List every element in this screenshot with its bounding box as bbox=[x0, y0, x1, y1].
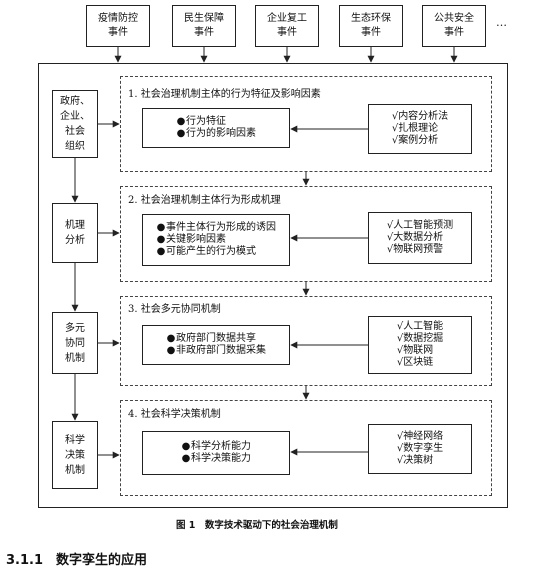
event-box-livelihood: 民生保障 事件 bbox=[172, 5, 236, 47]
list-item: ●行为特征 bbox=[176, 116, 226, 127]
list-item: ●非政府部门数据采集 bbox=[166, 345, 266, 356]
event-box-epidemic: 疫情防控 事件 bbox=[86, 5, 150, 47]
list-item: √物联网 bbox=[396, 345, 434, 356]
section-3-methods-box: √人工智能 √数据挖掘 √物联网 √区块链 bbox=[368, 316, 472, 374]
list-item: √区块链 bbox=[396, 357, 434, 368]
subject-box-actors: 政府、 企业、 社会 组织 bbox=[52, 90, 98, 158]
section-3-title: 3. 社会多元协同机制 bbox=[128, 304, 221, 315]
section-1-methods-box: √内容分析法 √扎根理论 √案例分析 bbox=[368, 104, 472, 154]
figure-caption: 图 1 数字技术驱动下的社会治理机制 bbox=[176, 520, 338, 531]
list-item: ●科学分析能力 bbox=[181, 441, 251, 452]
list-item: ●行为的影响因素 bbox=[176, 128, 256, 139]
list-item: √物联网预警 bbox=[386, 244, 444, 255]
section-4-methods: √神经网络 √数字孪生 √决策树 bbox=[397, 431, 443, 467]
list-item: √神经网络 bbox=[396, 431, 444, 442]
section-4-methods-box: √神经网络 √数字孪生 √决策树 bbox=[368, 424, 472, 474]
section-2-methods: √人工智能预测 √大数据分析 √物联网预警 bbox=[387, 220, 453, 256]
section-2-container bbox=[120, 186, 492, 282]
section-3-container bbox=[120, 296, 492, 386]
subject-box-mechanism-analysis: 机理 分析 bbox=[52, 203, 98, 263]
subject-box-collaboration: 多元 协同 机制 bbox=[52, 312, 98, 374]
section-3-items: ●政府部门数据共享 ●非政府部门数据采集 bbox=[166, 333, 266, 357]
list-item: √人工智能预测 bbox=[386, 220, 454, 231]
list-item: √内容分析法 bbox=[391, 111, 449, 122]
list-item: ●政府部门数据共享 bbox=[166, 333, 256, 344]
event-box-work-resumption: 企业复工 事件 bbox=[255, 5, 319, 47]
subject-box-decision: 科学 决策 机制 bbox=[52, 421, 98, 489]
list-item: √大数据分析 bbox=[386, 232, 444, 243]
section-1-items: ●行为特征 ●行为的影响因素 bbox=[176, 116, 256, 140]
list-item: ●可能产生的行为模式 bbox=[156, 246, 256, 257]
event-box-public-safety: 公共安全 事件 bbox=[422, 5, 486, 47]
section-2-items-box: ●事件主体行为形成的诱因 ●关键影响因素 ●可能产生的行为模式 bbox=[142, 214, 290, 266]
section-2-title: 2. 社会治理机制主体行为形成机理 bbox=[128, 195, 281, 206]
event-box-ecology: 生态环保 事件 bbox=[339, 5, 403, 47]
list-item: ●事件主体行为形成的诱因 bbox=[156, 222, 276, 233]
section-4-items-box: ●科学分析能力 ●科学决策能力 bbox=[142, 431, 290, 475]
list-item: √扎根理论 bbox=[391, 123, 439, 134]
list-item: ●关键影响因素 bbox=[156, 234, 226, 245]
section-4-title: 4. 社会科学决策机制 bbox=[128, 409, 221, 420]
list-item: √数字孪生 bbox=[396, 443, 444, 454]
list-item: √决策树 bbox=[396, 455, 434, 466]
list-item: √人工智能 bbox=[396, 321, 444, 332]
section-3-items-box: ●政府部门数据共享 ●非政府部门数据采集 bbox=[142, 325, 290, 365]
section-heading: 3.1.1 数字孪生的应用 bbox=[6, 553, 148, 568]
section-1-items-box: ●行为特征 ●行为的影响因素 bbox=[142, 108, 290, 148]
section-3-methods: √人工智能 √数据挖掘 √物联网 √区块链 bbox=[397, 321, 443, 369]
events-ellipsis: … bbox=[496, 16, 507, 29]
list-item: ●科学决策能力 bbox=[181, 453, 251, 464]
section-1-container bbox=[120, 76, 492, 172]
list-item: √数据挖掘 bbox=[396, 333, 444, 344]
outer-frame bbox=[38, 63, 508, 508]
section-2-items: ●事件主体行为形成的诱因 ●关键影响因素 ●可能产生的行为模式 bbox=[156, 222, 276, 258]
section-2-methods-box: √人工智能预测 √大数据分析 √物联网预警 bbox=[368, 212, 472, 264]
list-item: √案例分析 bbox=[391, 135, 439, 146]
section-4-items: ●科学分析能力 ●科学决策能力 bbox=[181, 441, 251, 465]
section-1-title: 1. 社会治理机制主体的行为特征及影响因素 bbox=[128, 89, 321, 100]
section-4-container bbox=[120, 400, 492, 496]
section-1-methods: √内容分析法 √扎根理论 √案例分析 bbox=[392, 111, 448, 147]
